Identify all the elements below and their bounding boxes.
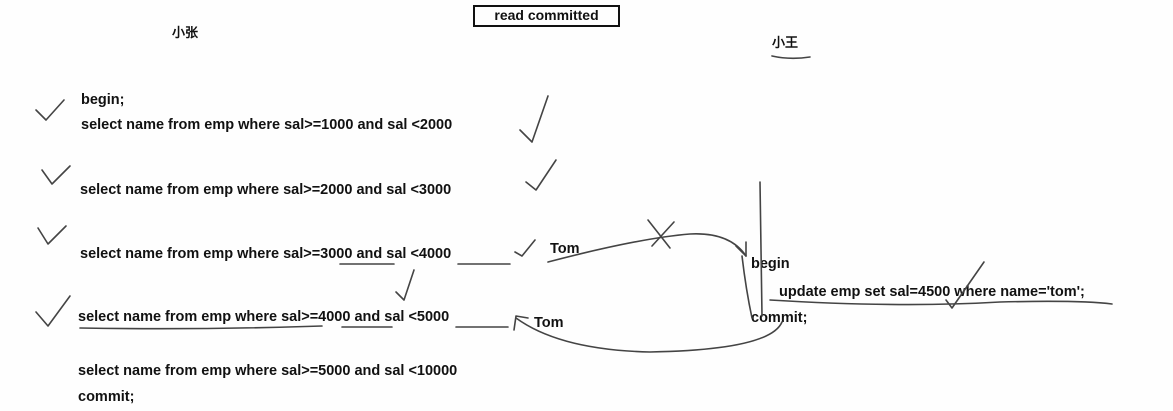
checkmark-icon: [41, 165, 71, 185]
crossed-arrow: [547, 233, 747, 263]
timeline-line: [759, 181, 763, 317]
checkmark-icon: [525, 159, 557, 191]
tom-annotation-top: Tom: [550, 241, 580, 257]
checkmark-icon: [514, 239, 536, 257]
right-user-label: 小王: [772, 36, 799, 51]
left-begin: begin;: [81, 92, 125, 108]
tom-annotation-bottom: Tom: [534, 315, 564, 331]
checkmark-icon: [945, 261, 985, 309]
arrowhead-icon: [513, 315, 529, 331]
left-query-3: select name from emp where sal>=3000 and…: [80, 246, 452, 262]
left-query-5: select name from emp where sal>=5000 and…: [78, 363, 458, 379]
cross-icon: [647, 219, 671, 249]
return-arrow: [515, 317, 783, 353]
cross-icon: [651, 221, 675, 247]
left-query-4: select name from emp where sal>=4000 and…: [78, 309, 450, 325]
underline-query-4: [79, 325, 323, 330]
left-query-2: select name from emp where sal>=2000 and…: [80, 182, 452, 198]
right-commit: commit;: [751, 310, 808, 326]
left-query-1: select name from emp where sal>=1000 and…: [81, 117, 453, 133]
timeline-line-2: [741, 255, 753, 319]
right-update: update emp set sal=4500 where name='tom'…: [779, 284, 1085, 300]
checkmark-icon: [35, 99, 65, 121]
left-commit: commit;: [78, 389, 135, 405]
checkmark-icon: [35, 295, 71, 327]
right-user-underline: [771, 55, 811, 60]
left-user-label: 小张: [172, 26, 199, 41]
update-underline: [769, 299, 1113, 306]
checkmark-icon: [519, 95, 549, 143]
checkmark-icon: [37, 225, 67, 245]
checkmark-icon: [395, 269, 415, 301]
arrowhead-icon: [735, 241, 747, 257]
isolation-level-title: read committed: [473, 5, 620, 27]
